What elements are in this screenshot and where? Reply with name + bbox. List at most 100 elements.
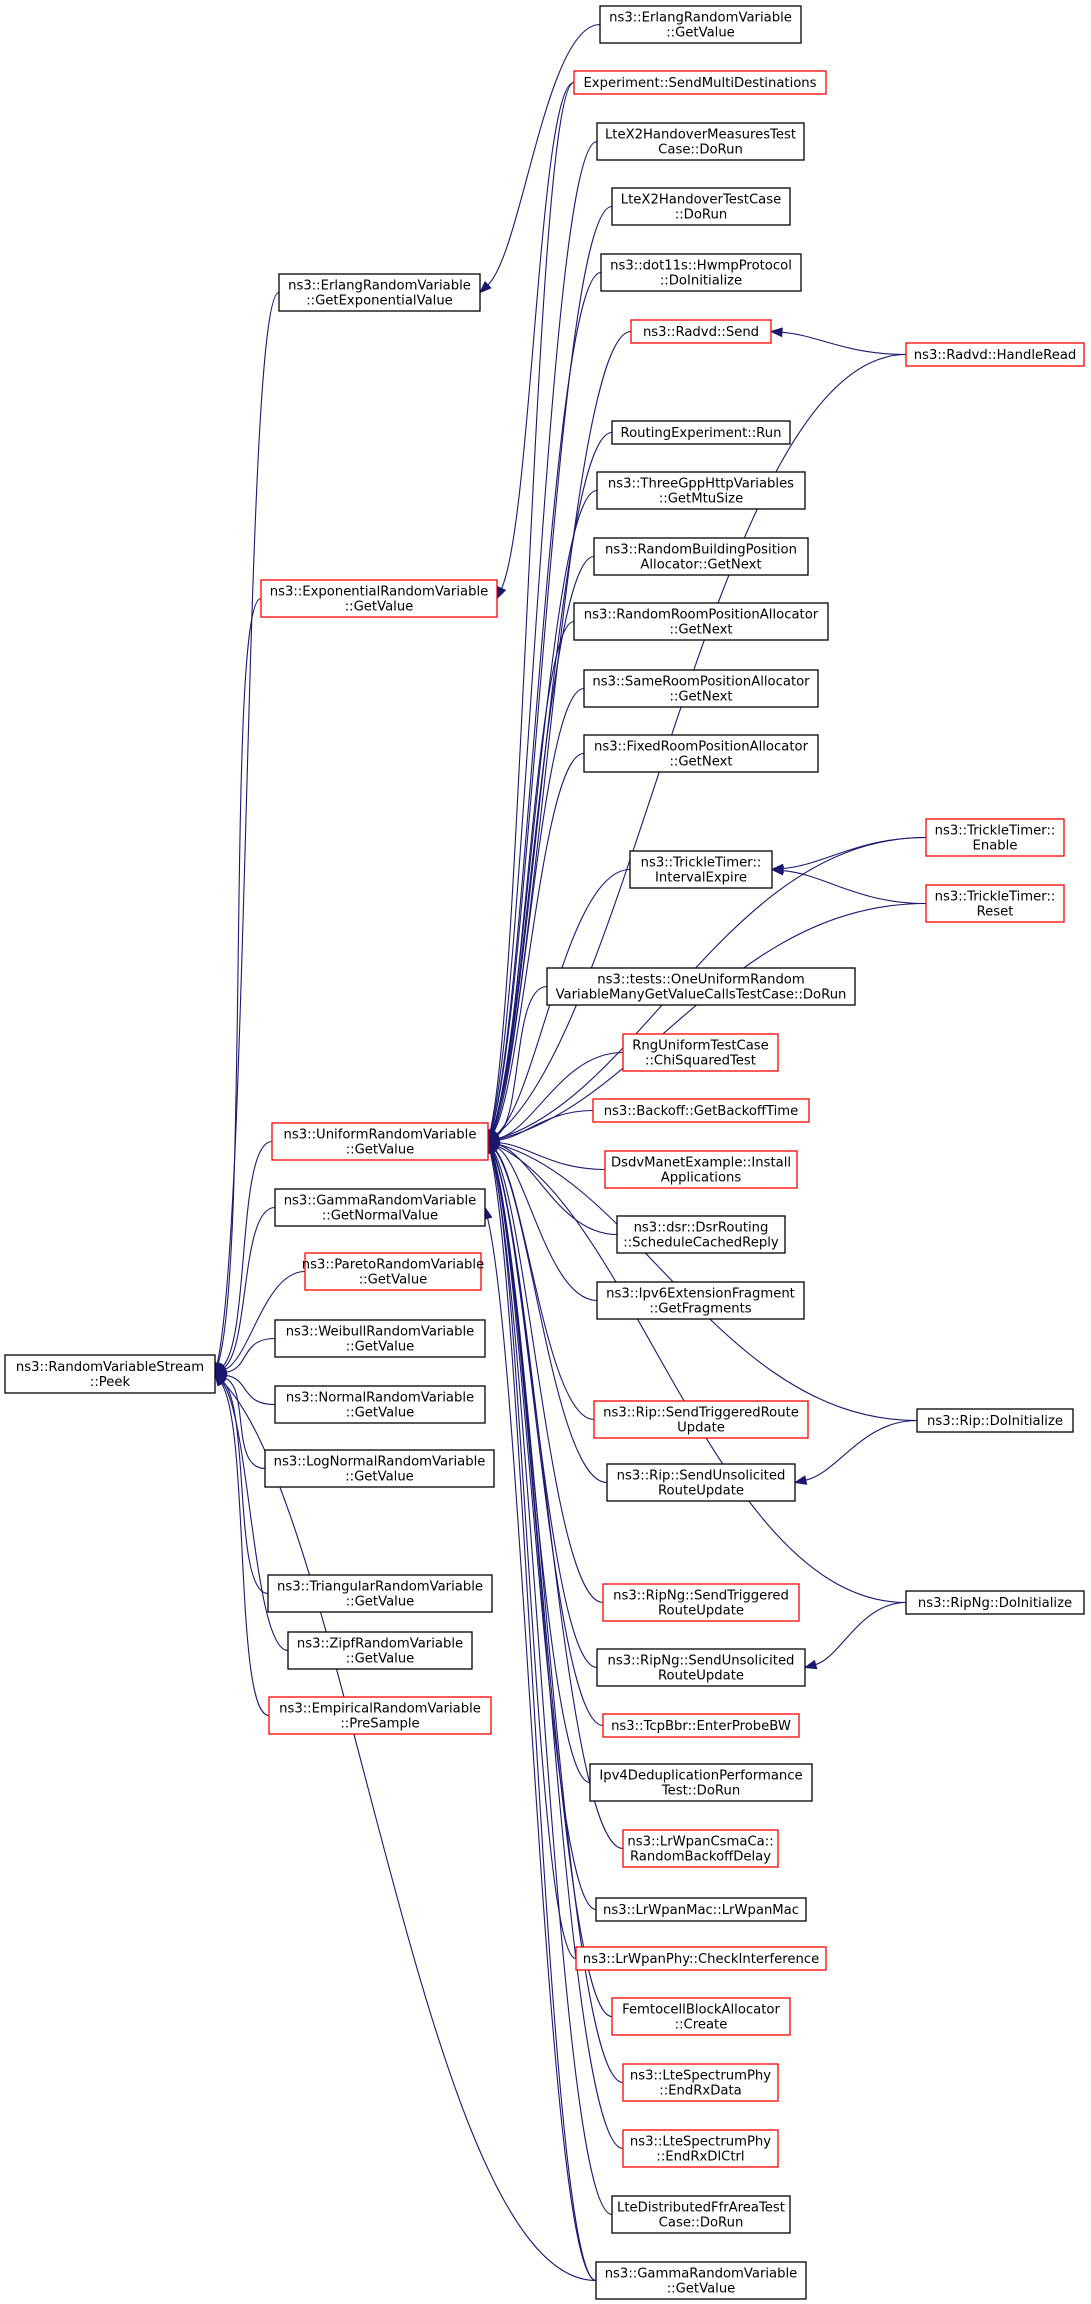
node-lrwpan-csma[interactable]: ns3::LrWpanCsmaCa::RandomBackoffDelay bbox=[622, 1829, 779, 1868]
edge-erlang-exp-to-root bbox=[212, 291, 280, 1376]
edge-line bbox=[490, 140, 598, 1131]
node-rip-init[interactable]: ns3::Rip::DoInitialize bbox=[916, 1408, 1074, 1433]
node-trickle-enable[interactable]: ns3::TrickleTimer::Enable bbox=[925, 818, 1065, 857]
node-label-line: RoutingExperiment::Run bbox=[621, 426, 782, 441]
node-gamma-normal[interactable]: ns3::GammaRandomVariable::GetNormalValue bbox=[274, 1188, 486, 1227]
node-lte-rxdlctrl[interactable]: ns3::LteSpectrumPhy::EndRxDlCtrl bbox=[622, 2129, 779, 2168]
edge-line bbox=[223, 1206, 276, 1369]
edge-arrowhead bbox=[769, 327, 783, 338]
node-box bbox=[596, 471, 806, 510]
node-hwmp[interactable]: ns3::dot11s::HwmpProtocol::DoInitialize bbox=[600, 253, 802, 292]
node-label-line: ::GetValue bbox=[359, 1273, 428, 1288]
edge-line bbox=[492, 687, 585, 1132]
node-rand-building[interactable]: ns3::RandomBuildingPositionAllocator::Ge… bbox=[593, 537, 809, 576]
node-one-uniform[interactable]: ns3::tests::OneUniformRandomVariableMany… bbox=[546, 967, 856, 1006]
edge-line bbox=[492, 1151, 598, 1669]
node-zipf[interactable]: ns3::ZipfRandomVariable::GetValue bbox=[287, 1631, 473, 1670]
node-trickle-interval[interactable]: ns3::TrickleTimer::IntervalExpire bbox=[629, 850, 773, 889]
node-exp-multi[interactable]: Experiment::SendMultiDestinations bbox=[573, 70, 827, 95]
node-label-line: Reset bbox=[977, 905, 1014, 920]
node-box bbox=[575, 1946, 827, 1971]
node-label-line: ns3::EmpiricalRandomVariable bbox=[279, 1702, 481, 1717]
node-weibull[interactable]: ns3::WeibullRandomVariable::GetValue bbox=[274, 1319, 486, 1358]
node-ltex2[interactable]: LteX2HandoverTestCase::DoRun bbox=[611, 187, 791, 226]
node-radvd-handle[interactable]: ns3::Radvd::HandleRead bbox=[905, 342, 1085, 367]
node-label-line: ns3::ExponentialRandomVariable bbox=[270, 585, 488, 600]
node-label-line: LteX2HandoverMeasuresTest bbox=[605, 128, 796, 143]
node-label-line: ::GetValue bbox=[346, 1595, 415, 1610]
edge-line bbox=[782, 869, 927, 905]
node-routing-exp[interactable]: RoutingExperiment::Run bbox=[611, 420, 791, 445]
node-label-line: ::GetValue bbox=[346, 1143, 415, 1158]
node-fixed-room[interactable]: ns3::FixedRoomPositionAllocator::GetNext bbox=[583, 734, 819, 773]
edge-line bbox=[491, 555, 595, 1132]
node-box bbox=[599, 5, 802, 44]
node-radvd-send[interactable]: ns3::Radvd::Send bbox=[630, 319, 772, 344]
node-lrwpan-mac[interactable]: ns3::LrWpanMac::LrWpanMac bbox=[595, 1897, 807, 1922]
node-label-line: ::GetNext bbox=[669, 690, 732, 705]
node-box bbox=[595, 2261, 807, 2300]
node-triangular[interactable]: ns3::TriangularRandomVariable::GetValue bbox=[267, 1574, 493, 1613]
node-erlang-get[interactable]: ns3::ErlangRandomVariable::GetValue bbox=[599, 5, 802, 44]
edge-line bbox=[490, 1151, 613, 2216]
node-box bbox=[589, 1763, 813, 1802]
node-empirical[interactable]: ns3::EmpiricalRandomVariable::PreSample bbox=[268, 1696, 492, 1735]
node-label-line: ns3::NormalRandomVariable bbox=[286, 1391, 474, 1406]
node-backoff[interactable]: ns3::Backoff::GetBackoffTime bbox=[592, 1098, 810, 1123]
node-uniform[interactable]: ns3::UniformRandomVariable::GetValue bbox=[271, 1122, 489, 1161]
edge-line bbox=[496, 985, 548, 1136]
edge-line bbox=[225, 1337, 276, 1373]
edge-line bbox=[498, 1144, 618, 1236]
node-box bbox=[278, 273, 481, 312]
node-box bbox=[925, 818, 1065, 857]
node-label-line: ns3::ParetoRandomVariable bbox=[302, 1258, 484, 1273]
node-rand-room[interactable]: ns3::RandomRoomPositionAllocator::GetNex… bbox=[573, 602, 829, 641]
node-label-line: ::GetValue bbox=[345, 1470, 414, 1485]
node-lognormal[interactable]: ns3::LogNormalRandomVariable::GetValue bbox=[264, 1449, 495, 1488]
node-box bbox=[905, 342, 1085, 367]
node-label-line: LteX2HandoverTestCase bbox=[621, 193, 781, 208]
node-label-line: ns3::LteSpectrumPhy bbox=[630, 2135, 771, 2150]
edge-line bbox=[498, 1142, 606, 1171]
node-gamma-get[interactable]: ns3::GammaRandomVariable::GetValue bbox=[595, 2261, 807, 2300]
node-same-room[interactable]: ns3::SameRoomPositionAllocator::GetNext bbox=[583, 669, 819, 708]
node-label-line: ns3::WeibullRandomVariable bbox=[286, 1325, 475, 1340]
node-lrwpan-phy[interactable]: ns3::LrWpanPhy::CheckInterference bbox=[575, 1946, 827, 1971]
node-tcpbbr[interactable]: ns3::TcpBbr::EnterProbeBW bbox=[602, 1713, 800, 1738]
node-box bbox=[268, 1696, 492, 1735]
node-label-line: ns3::UniformRandomVariable bbox=[284, 1128, 477, 1143]
node-threegpp[interactable]: ns3::ThreeGppHttpVariables::GetMtuSize bbox=[596, 471, 806, 510]
node-label-line: ::GetValue bbox=[346, 1652, 415, 1667]
node-box bbox=[616, 1215, 786, 1254]
node-exp-get[interactable]: ns3::ExponentialRandomVariable::GetValue bbox=[260, 579, 498, 618]
node-rng-uniform[interactable]: RngUniformTestCase::ChiSquaredTest bbox=[622, 1033, 779, 1072]
node-box bbox=[905, 1590, 1085, 1615]
node-dsr[interactable]: ns3::dsr::DsrRouting::ScheduleCachedRepl… bbox=[616, 1215, 786, 1254]
node-box bbox=[304, 1252, 482, 1291]
node-label-line: ::Create bbox=[675, 2018, 728, 2033]
node-lte-rxdata[interactable]: ns3::LteSpectrumPhy::EndRxData bbox=[622, 2063, 779, 2102]
edge-line bbox=[490, 271, 602, 1132]
node-erlang-exp[interactable]: ns3::ErlangRandomVariable::GetExponentia… bbox=[278, 273, 481, 312]
node-normal[interactable]: ns3::NormalRandomVariable::GetValue bbox=[274, 1385, 486, 1424]
node-box bbox=[622, 1033, 779, 1072]
node-ipv6frag[interactable]: ns3::Ipv6ExtensionFragment::GetFragments bbox=[596, 1281, 805, 1320]
node-box bbox=[611, 187, 791, 226]
edge-trickle-enable-to-trickle-interval bbox=[770, 836, 927, 874]
node-label-line: ns3::RandomRoomPositionAllocator bbox=[584, 608, 819, 623]
node-pareto[interactable]: ns3::ParetoRandomVariable::GetValue bbox=[302, 1252, 484, 1291]
node-femtocell[interactable]: FemtocellBlockAllocator::Create bbox=[611, 1997, 791, 2036]
node-label-line: ns3::RipNg::SendUnsolicited bbox=[608, 1654, 795, 1669]
node-trickle-reset[interactable]: ns3::TrickleTimer::Reset bbox=[925, 884, 1065, 923]
node-label-line: ns3::RipNg::SendTriggered bbox=[613, 1589, 789, 1604]
node-ripng-init[interactable]: ns3::RipNg::DoInitialize bbox=[905, 1590, 1085, 1615]
